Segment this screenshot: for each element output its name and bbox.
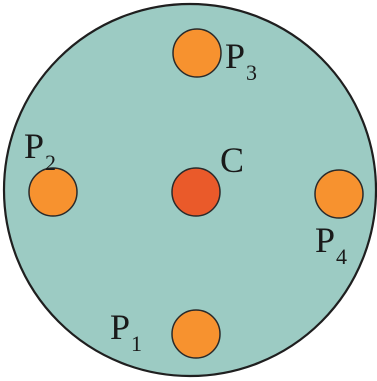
dot-p4 (314, 169, 364, 219)
label-p2-sub: 2 (45, 150, 56, 175)
label-p4-sub: 4 (336, 244, 347, 269)
label-c: C (220, 140, 244, 180)
label-p3-letter: P (225, 36, 245, 76)
label-p2: P2 (24, 126, 56, 175)
label-p2-letter: P (24, 126, 44, 166)
label-p4-letter: P (315, 220, 335, 260)
dot-p2 (28, 167, 78, 217)
dot-p1 (171, 309, 221, 359)
dot-center (171, 167, 221, 217)
label-p3-sub: 3 (246, 60, 257, 85)
dot-p3 (172, 28, 222, 78)
label-p1-letter: P (110, 307, 130, 347)
label-p4: P4 (315, 220, 347, 269)
label-p1: P1 (110, 307, 142, 356)
label-p3: P3 (225, 36, 257, 85)
label-p1-sub: 1 (131, 331, 142, 356)
